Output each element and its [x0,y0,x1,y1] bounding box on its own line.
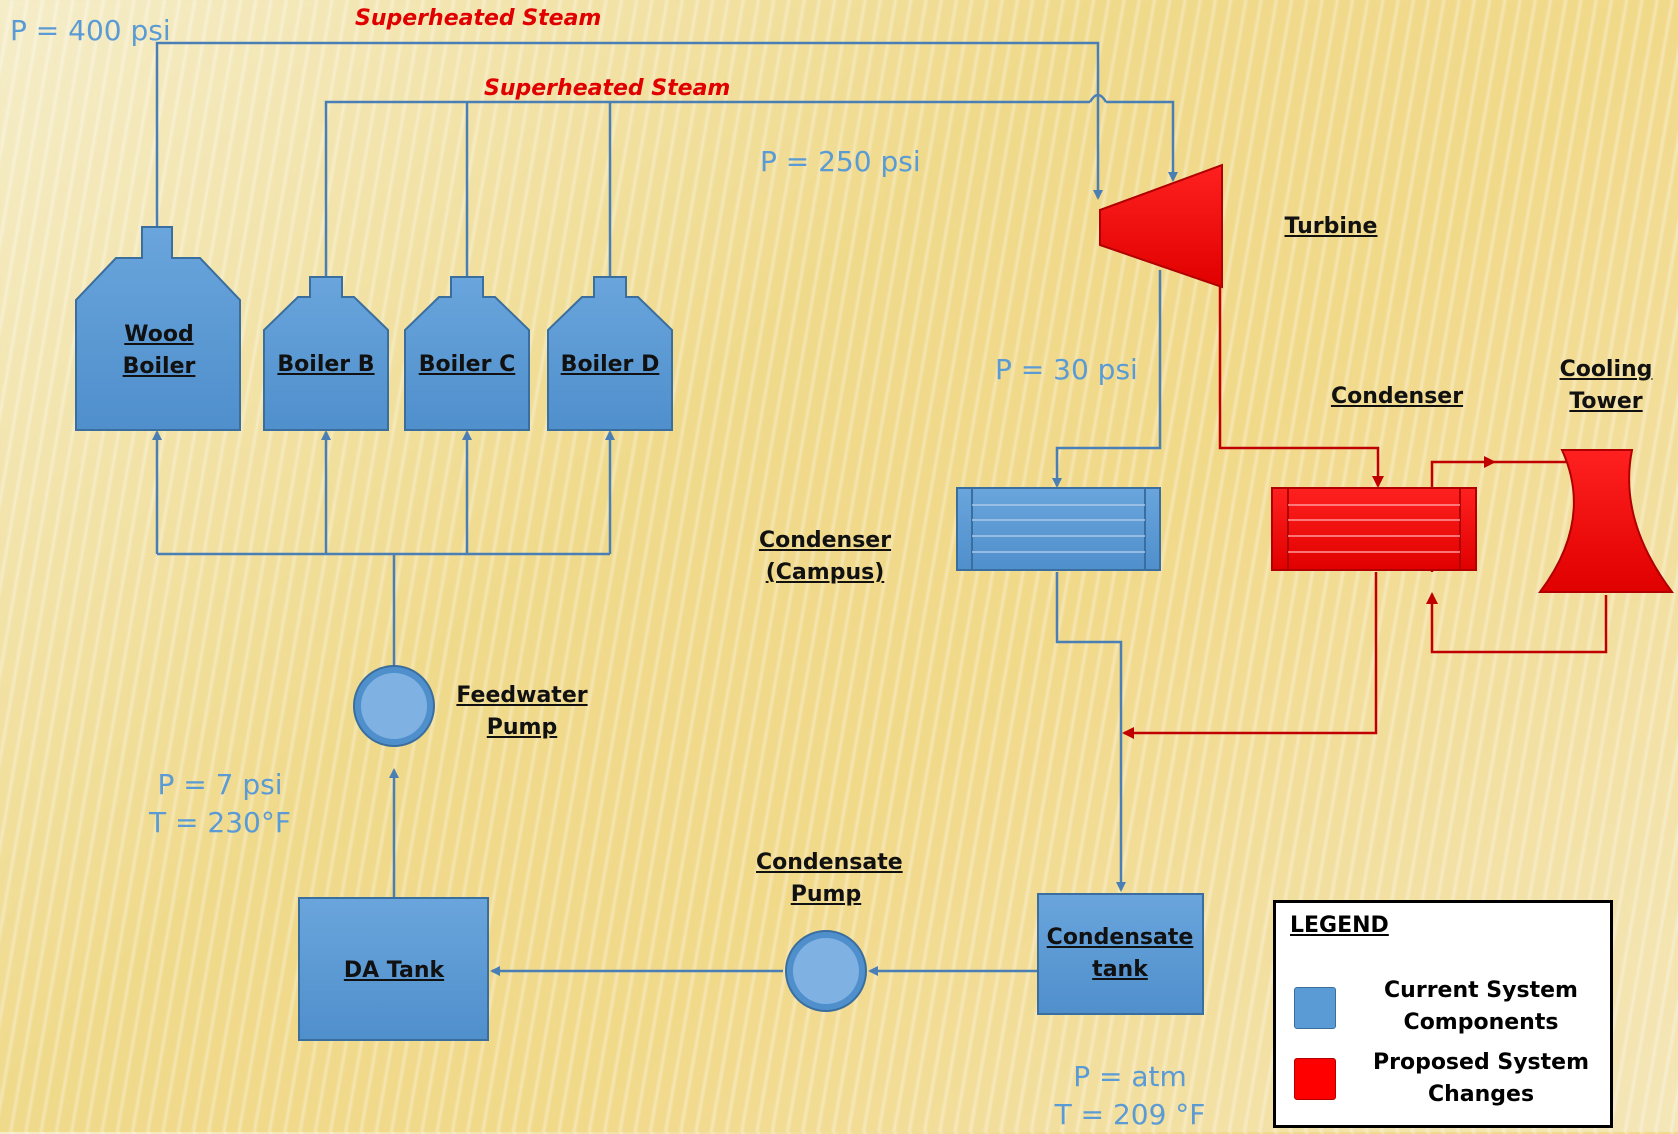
condensate-pump-label: Condensate Pump [756,847,903,911]
legend-current-line2: Components [1403,1010,1559,1035]
condenser-campus-label: Condenser (Campus) [758,528,892,585]
wood-boiler-label-line1: Wood [124,322,194,347]
pipe-campus-condenser-to-tank [1055,572,1126,892]
wood-boiler-label: Wood Boiler [99,319,219,383]
feedwater-condition-label: P = 7 psi T = 230°F [130,766,310,842]
turbine[interactable] [1099,163,1223,289]
legend-swatch-current [1294,987,1336,1029]
condenser-campus[interactable] [956,487,1161,571]
steam-label-400: Superheated Steam [355,6,602,31]
cooling-tower-label-line1: Cooling [1559,357,1653,382]
legend-swatch-proposed [1294,1058,1336,1100]
pipe-crossover-hop [1088,93,1108,103]
pipe-superheated-250-to-turbine [1106,100,1178,182]
condensate-pump[interactable] [785,930,867,1012]
feedwater-pump-label-line1: Feedwater [456,683,588,708]
pipe-superheated-250 [324,100,1090,282]
temperature-209-label: T = 209 °F [1054,1098,1206,1131]
condensate-tank-label-line1: Condensate [1046,925,1194,950]
condensate-pump-label-line1: Condensate [756,850,903,875]
pipe-turbine-to-condenser [1218,272,1384,488]
pipe-condenser-to-condensate-line [1122,572,1378,739]
cooling-tower-label: Cooling Tower [1556,354,1656,418]
pressure-7-label: P = 7 psi [157,768,283,801]
pressure-30-label: P = 30 psi [995,353,1138,386]
feedwater-pump[interactable] [353,665,435,747]
temperature-230-label: T = 230°F [149,806,291,839]
condensate-pump-label-line2: Pump [790,882,862,907]
turbine-label: Turbine [1284,214,1378,239]
wood-boiler[interactable] [75,226,241,431]
legend-title: LEGEND [1290,913,1389,938]
da-tank-label: DA Tank [343,958,445,983]
feedwater-pump-label-line2: Pump [486,715,558,740]
boiler-b-label: Boiler B [277,352,375,377]
condensate-condition-label: P = atm T = 209 °F [1040,1058,1220,1134]
legend: LEGEND Current System Components Propose… [1273,900,1613,1128]
boiler-d[interactable] [547,276,673,431]
legend-proposed-line2: Changes [1427,1082,1535,1107]
pipe-turbine-to-campus-condenser [1052,270,1162,488]
cooling-tower[interactable] [1538,449,1674,593]
pipe-cooling-tower-return [1426,592,1608,654]
condensate-tank-label: Condensate tank [1045,922,1195,986]
feedwater-pump-label: Feedwater Pump [452,680,592,744]
cooling-tower-label-line2: Tower [1569,389,1643,414]
pipe-superheated-400 [155,41,1103,227]
pressure-250-label: P = 250 psi [760,145,921,178]
boiler-c-label: Boiler C [418,352,516,377]
legend-current-label: Current System Components [1371,975,1591,1039]
legend-proposed-label: Proposed System Changes [1371,1047,1591,1111]
boiler-b[interactable] [263,276,389,431]
wood-boiler-label-line2: Boiler [122,354,196,379]
legend-proposed-line1: Proposed System [1372,1050,1589,1075]
da-tank[interactable] [298,897,489,1041]
condensate-tank[interactable] [1037,893,1204,1015]
steam-label-250: Superheated Steam [484,76,731,101]
pressure-400-label: P = 400 psi [10,14,171,47]
condenser-label: Condenser [1330,384,1464,409]
boiler-c[interactable] [404,276,530,431]
boiler-d-label: Boiler D [560,352,660,377]
condensate-tank-label-line2: tank [1092,957,1148,982]
legend-current-line1: Current System [1384,978,1578,1003]
pressure-atm-label: P = atm [1073,1060,1187,1093]
condenser-proposed[interactable] [1271,487,1477,571]
